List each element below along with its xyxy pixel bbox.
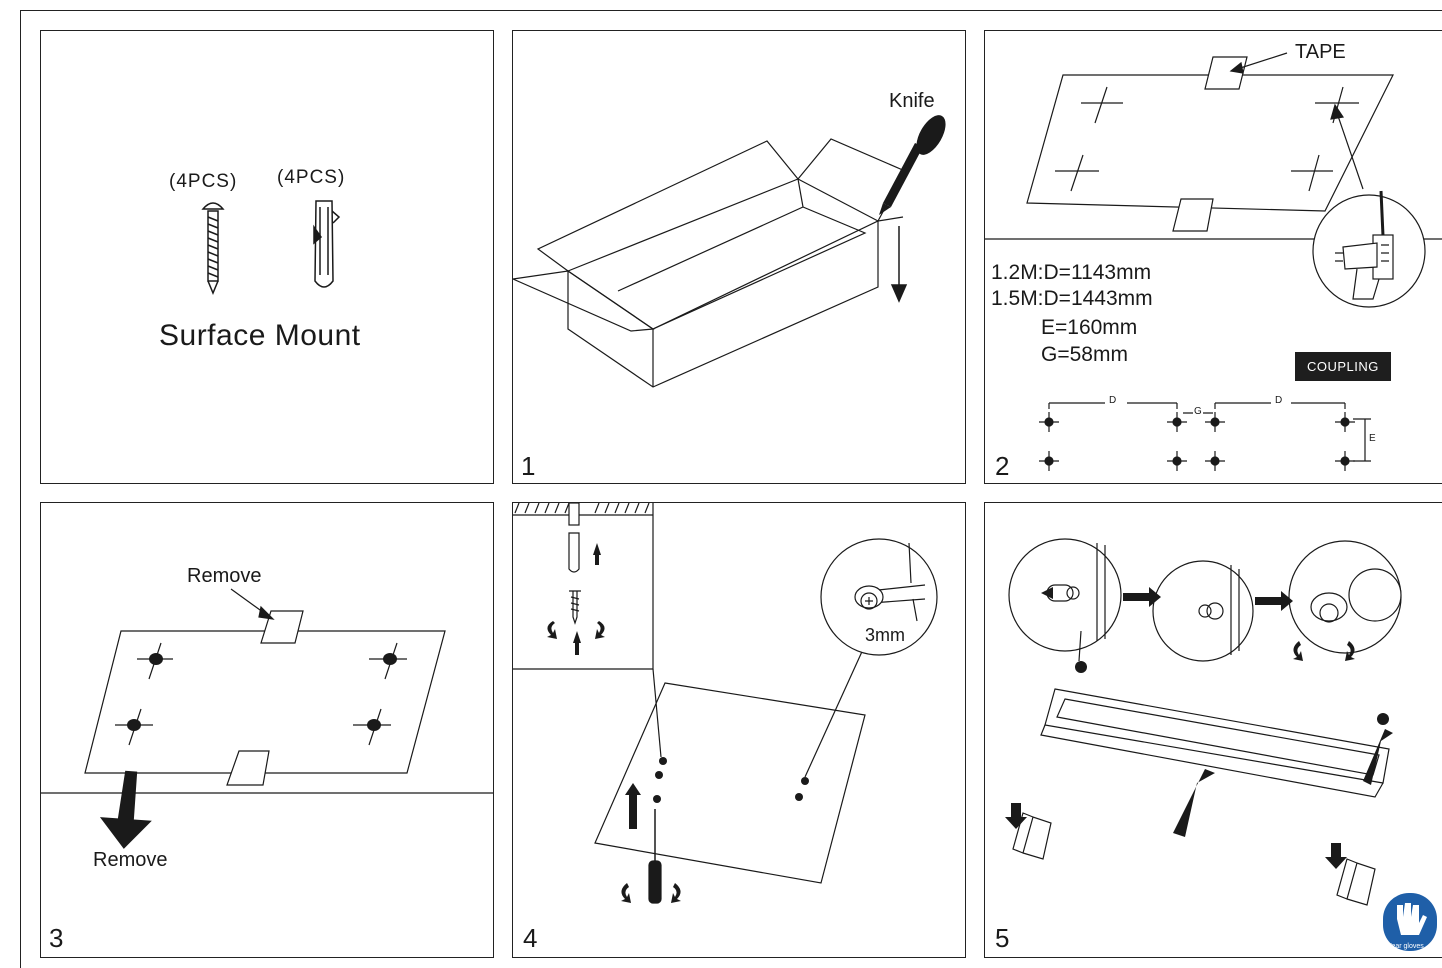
install-screws-illustration	[513, 503, 938, 904]
rotate-arrow-icon	[621, 883, 631, 903]
paper-template	[84, 630, 446, 774]
cut-direction-arrow-icon	[890, 226, 908, 303]
spec-line-4: G=58mm	[1041, 343, 1128, 366]
step-number: 3	[49, 923, 64, 953]
panel-surface-mount: (4PCS) (4PCS) Surface Mount	[40, 30, 494, 484]
lift-arrow-icon	[1363, 729, 1393, 785]
screw-quantity-label: (4PCS)	[169, 171, 238, 192]
step-number: 2	[995, 451, 1010, 481]
lift-arrow-icon	[1173, 769, 1215, 837]
remove-label-bottom: Remove	[93, 849, 168, 871]
open-box-illustration	[513, 115, 946, 388]
dimension-d-right: D	[1275, 395, 1283, 406]
hole-markers	[127, 653, 397, 731]
step-number: 4	[523, 923, 538, 953]
panel-step-1: Knife 1	[512, 30, 966, 484]
wear-gloves-badge	[1383, 893, 1437, 951]
wall-anchor-icon	[313, 200, 341, 288]
knife-icon	[879, 115, 946, 215]
step-number: 1	[521, 451, 536, 481]
hardware-illustration	[201, 200, 341, 295]
gap-dimension-label: 3mm	[865, 625, 905, 645]
rotate-arrow-icon	[547, 621, 557, 639]
rotate-arrow-icon	[595, 621, 605, 639]
tape-label: TAPE	[1295, 41, 1346, 63]
template-drilling-illustration	[985, 52, 1442, 471]
panel-step-4: 3mm 4	[512, 502, 966, 958]
drill-icon	[1335, 190, 1394, 300]
remove-arrow-icon	[99, 770, 152, 849]
push-up-arrow-icon	[625, 783, 641, 829]
screw-icon	[201, 202, 225, 295]
remove-label-top: Remove	[187, 565, 262, 587]
tape-bottom	[1172, 198, 1214, 232]
mount-type-caption: Surface Mount	[159, 319, 361, 352]
spec-line-1: 1.2M:D=1143mm	[991, 261, 1152, 284]
knife-label: Knife	[889, 90, 935, 112]
screw-icon	[569, 590, 581, 625]
slot-detail-circle-2	[1152, 560, 1254, 662]
page-frame	[20, 10, 1442, 968]
screw-heads	[653, 757, 809, 803]
dimension-d-left: D	[1109, 395, 1117, 406]
dimension-e: E	[1369, 433, 1376, 444]
wear-gloves-label: Wear gloves	[1385, 943, 1424, 950]
direction-arrows	[547, 543, 681, 903]
wall-anchor-icon	[568, 532, 580, 573]
hole-markers	[1039, 412, 1355, 471]
paper-template	[1026, 74, 1394, 212]
panel-step-5: Wear gloves 5	[984, 502, 1442, 958]
spec-line-3: E=160mm	[1041, 316, 1138, 339]
tape-bottom	[226, 750, 270, 786]
cardboard-box-icon	[513, 138, 906, 388]
direction-arrows	[1005, 587, 1393, 869]
panel-step-2: TAPE 1.2M:D=1143mm 1.5M:D=1443mm E=160mm…	[984, 30, 1442, 484]
slot-detail-circle-1	[1008, 538, 1122, 652]
screwdriver-icon	[648, 860, 662, 904]
coupling-badge: COUPLING	[1295, 352, 1391, 381]
spec-line-2: 1.5M:D=1443mm	[991, 287, 1153, 310]
end-cap-right	[1336, 858, 1376, 906]
coupling-dimension-diagram	[1048, 402, 1371, 462]
dimension-g: G	[1194, 406, 1202, 417]
step-number: 5	[995, 923, 1010, 953]
tape-top	[1204, 56, 1248, 90]
rotate-arrow-icon	[671, 883, 681, 903]
hang-fixture-illustration	[1005, 538, 1437, 951]
panel-step-3: Remove Remove 3	[40, 502, 494, 958]
end-cap-left	[1012, 812, 1052, 860]
remove-template-illustration	[41, 588, 493, 849]
anchor-quantity-label: (4PCS)	[277, 167, 346, 188]
